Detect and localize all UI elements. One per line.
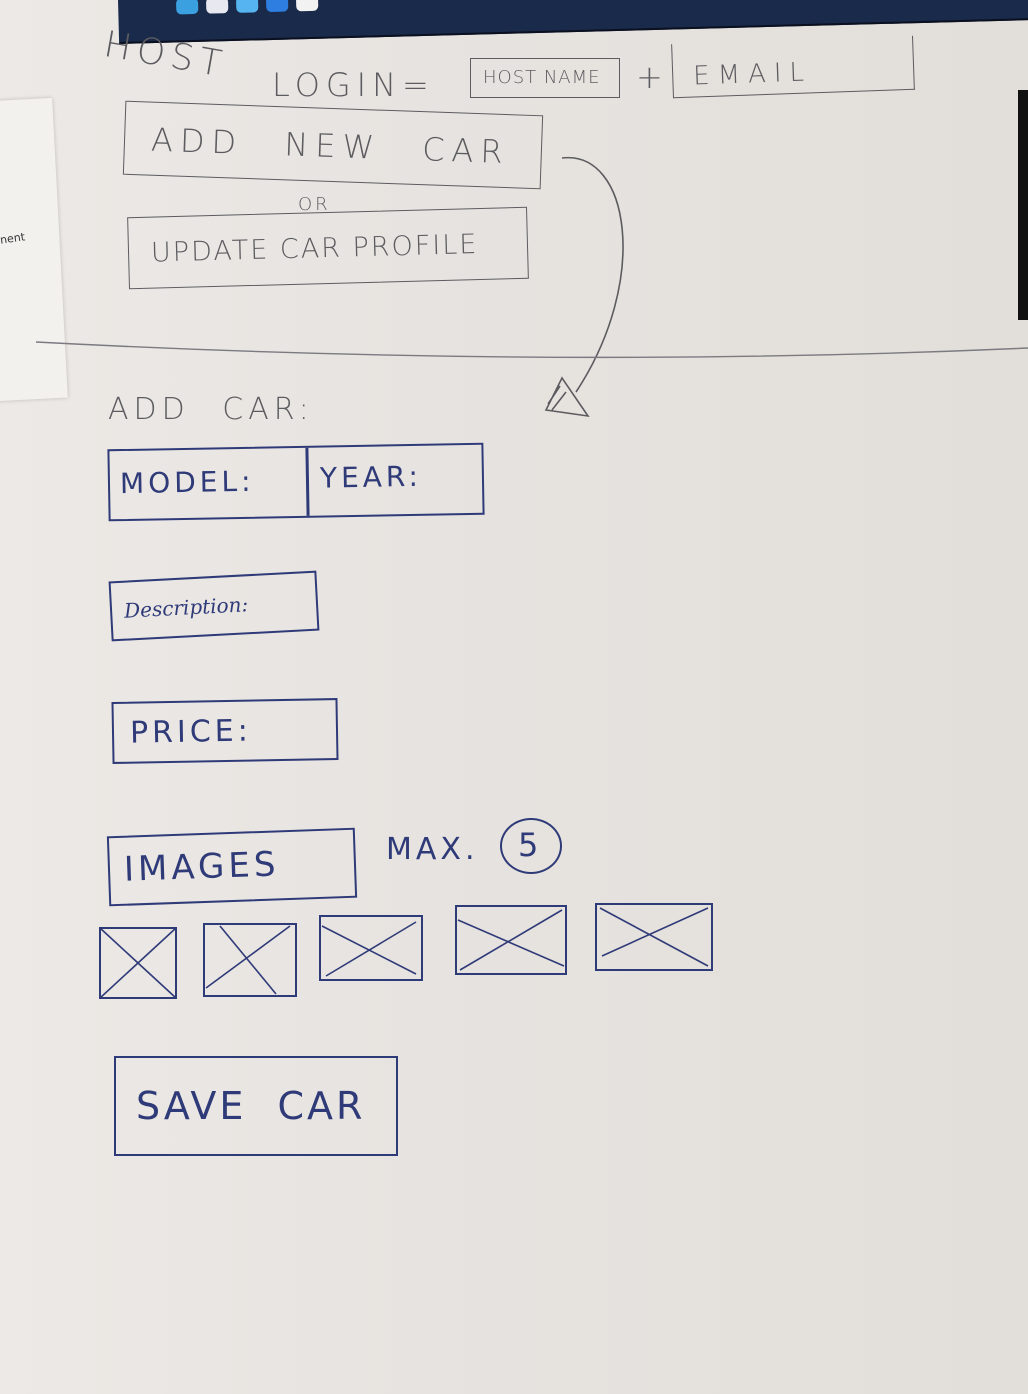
add-car-heading: ADD CAR: [108, 392, 314, 427]
update-car-profile-button[interactable]: UPDATE CAR PROFILE [127, 206, 529, 290]
background-paper [0, 97, 68, 403]
update-car-profile-label: UPDATE CAR PROFILE [150, 229, 479, 269]
image-placeholder-icon[interactable] [592, 896, 718, 976]
arrow-head-icon [544, 376, 590, 418]
dock-icon [295, 0, 319, 12]
image-placeholder-icon[interactable] [452, 900, 570, 980]
description-field[interactable]: Description: [108, 570, 320, 642]
price-field[interactable]: PRICE: [111, 698, 339, 764]
background-object [1018, 90, 1028, 320]
login-label: LOGIN= [272, 66, 435, 104]
host-name-field[interactable]: HOST NAME [470, 58, 620, 98]
max-label: MAX. [386, 832, 479, 867]
or-text: OR [298, 194, 331, 215]
model-year-row: MODEL: YEAR: [107, 442, 486, 522]
plus-sign: + [636, 58, 669, 96]
host-name-label: HOST NAME [483, 67, 601, 88]
image-placeholder-icon[interactable] [98, 924, 180, 1002]
max-images-badge: 5 [500, 818, 562, 874]
model-label: MODEL: [119, 464, 255, 501]
model-field[interactable]: MODEL: [109, 447, 310, 520]
save-car-button[interactable]: SAVE CAR [114, 1056, 398, 1156]
dock-icon [235, 0, 259, 13]
add-new-car-label: ADD NEW CAR [150, 120, 511, 172]
add-new-car-button[interactable]: ADD NEW CAR [122, 100, 544, 190]
images-label: IMAGES [123, 844, 281, 890]
max-images-count: 5 [518, 826, 539, 864]
dock-icon [175, 0, 199, 15]
year-field[interactable]: YEAR: [305, 445, 486, 516]
price-label: PRICE: [129, 713, 253, 751]
year-label: YEAR: [319, 459, 423, 495]
email-label: EMAIL [692, 57, 813, 92]
images-upload-button[interactable]: IMAGES [106, 827, 358, 907]
save-car-label: SAVE CAR [136, 1084, 366, 1128]
description-label: Description: [123, 592, 249, 623]
email-field[interactable]: EMAIL [671, 35, 915, 99]
dock-icon [205, 0, 229, 14]
flow-arrow-line [561, 157, 624, 393]
image-placeholder-icon[interactable] [316, 906, 426, 984]
dock-icon [265, 0, 289, 13]
section-divider [35, 341, 1028, 358]
image-placeholder-icon[interactable] [200, 918, 300, 1000]
